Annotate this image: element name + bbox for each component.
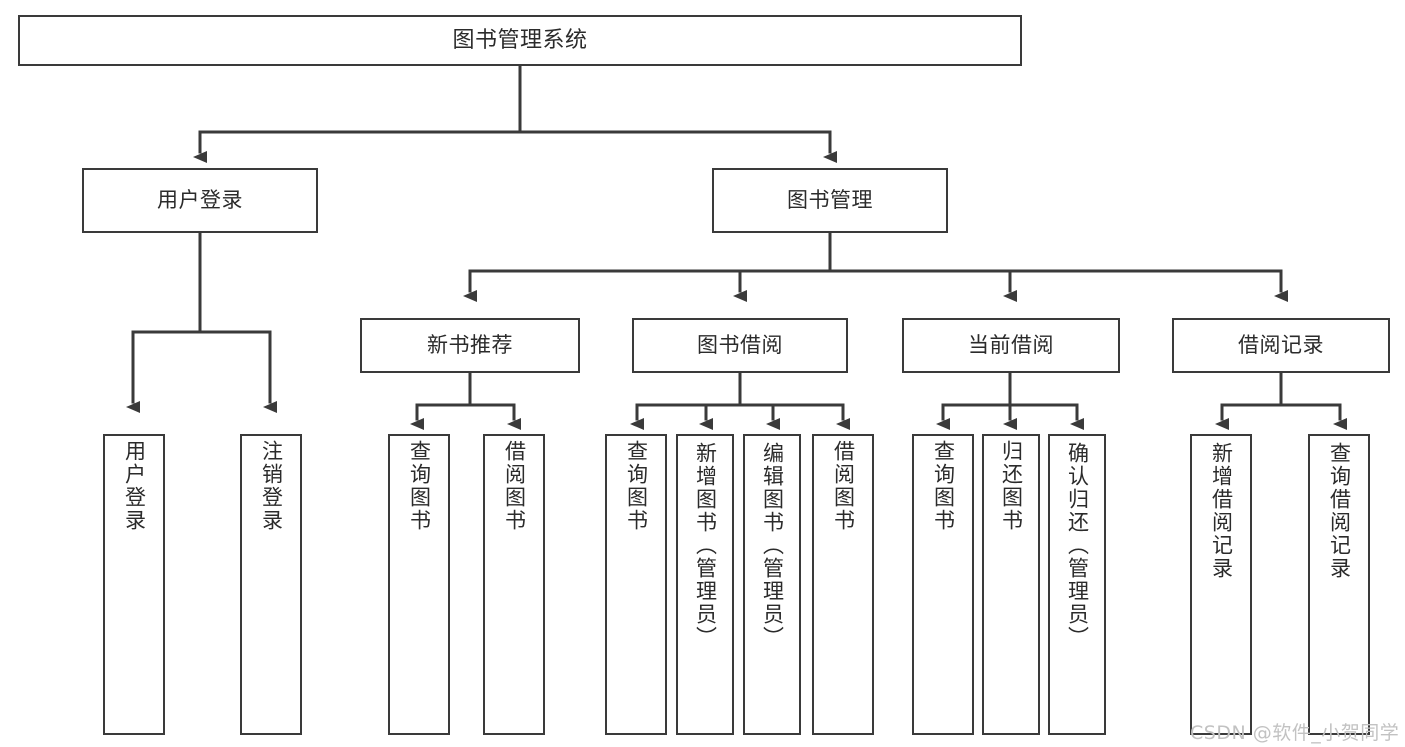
node-label: 编辑图书（管理员）: [760, 442, 785, 649]
node-new-book-recommend[interactable]: 新书推荐: [360, 318, 580, 373]
node-leaf-return-book[interactable]: 归还图书: [982, 434, 1040, 735]
node-leaf-edit-book-admin[interactable]: 编辑图书（管理员）: [743, 434, 801, 735]
node-leaf-query-book-2[interactable]: 查询图书: [605, 434, 667, 735]
node-label: 新书推荐: [427, 333, 513, 358]
node-root-system[interactable]: 图书管理系统: [18, 15, 1022, 66]
node-leaf-logout-login[interactable]: 注销登录: [240, 434, 302, 735]
node-leaf-borrow-book-1[interactable]: 借阅图书: [483, 434, 545, 735]
node-leaf-add-book-admin[interactable]: 新增图书（管理员）: [676, 434, 734, 735]
node-label: 图书借阅: [697, 333, 783, 358]
node-book-borrow[interactable]: 图书借阅: [632, 318, 848, 373]
node-user-login[interactable]: 用户登录: [82, 168, 318, 233]
node-label: 用户登录: [122, 440, 147, 532]
node-current-borrow[interactable]: 当前借阅: [902, 318, 1120, 373]
node-label: 当前借阅: [968, 333, 1054, 358]
node-label: 查询图书: [407, 440, 432, 532]
node-leaf-confirm-return-admin[interactable]: 确认归还（管理员）: [1048, 434, 1106, 735]
node-label: 注销登录: [259, 440, 284, 532]
node-label: 图书管理: [787, 188, 873, 213]
node-label: 确认归还（管理员）: [1065, 442, 1090, 649]
node-label: 查询图书: [931, 440, 956, 532]
node-label: 用户登录: [157, 188, 243, 213]
node-leaf-user-login[interactable]: 用户登录: [103, 434, 165, 735]
node-label: 查询图书: [624, 440, 649, 532]
node-leaf-add-borrow-record[interactable]: 新增借阅记录: [1190, 434, 1252, 735]
node-leaf-query-borrow-record[interactable]: 查询借阅记录: [1308, 434, 1370, 735]
node-leaf-query-book-3[interactable]: 查询图书: [912, 434, 974, 735]
watermark-csdn: CSDN @软件_小贺同学: [1190, 722, 1400, 744]
node-label: 归还图书: [999, 440, 1024, 532]
node-label: 新增图书（管理员）: [693, 442, 718, 649]
node-label: 图书管理系统: [452, 27, 588, 53]
node-leaf-borrow-book-2[interactable]: 借阅图书: [812, 434, 874, 735]
node-borrow-record[interactable]: 借阅记录: [1172, 318, 1390, 373]
node-label: 借阅图书: [831, 440, 856, 532]
node-label: 查询借阅记录: [1327, 442, 1352, 580]
node-leaf-query-book-1[interactable]: 查询图书: [388, 434, 450, 735]
node-label: 新增借阅记录: [1209, 442, 1234, 580]
node-label: 借阅记录: [1238, 333, 1324, 358]
node-book-management[interactable]: 图书管理: [712, 168, 948, 233]
node-label: 借阅图书: [502, 440, 527, 532]
